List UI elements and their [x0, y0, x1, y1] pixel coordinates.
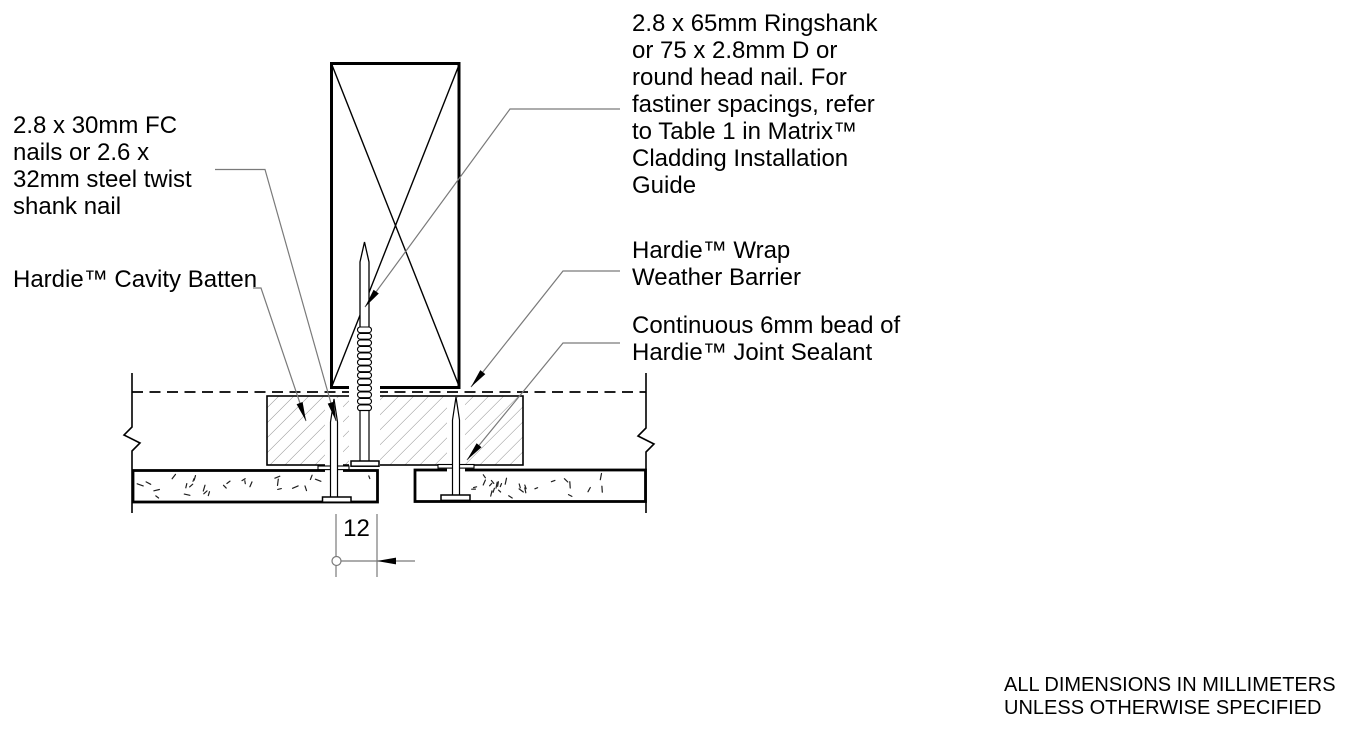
- arrowhead-fc-nails: [327, 401, 336, 421]
- fc-nail-right-head: [440, 494, 471, 502]
- label-joint-sealant: Continuous 6mm bead of Hardie™ Joint Sea…: [632, 312, 901, 366]
- arrowhead-joint-sealant: [467, 443, 482, 460]
- leader-ringshank: [364, 108, 620, 308]
- leader-lines: [215, 108, 620, 461]
- leader-fc-nails: [215, 168, 337, 422]
- dimension-12: [331, 514, 415, 577]
- leader-weather-barrier: [470, 270, 620, 388]
- cladding-texture-left: [136, 473, 371, 499]
- dimension-origin-circle: [331, 555, 342, 567]
- leader-cavity-batten: [253, 287, 307, 422]
- label-fc-nails: 2.8 x 30mm FC nails or 2.6 x 32mm steel …: [13, 112, 192, 220]
- label-weather-barrier: Hardie™ Wrap Weather Barrier: [632, 237, 801, 291]
- cladding-texture-right: [471, 472, 603, 499]
- fc-nail-left-head: [321, 496, 352, 503]
- break-line-left: [122, 373, 142, 513]
- timber-stud: [330, 62, 461, 389]
- arrowhead-ringshank: [365, 289, 379, 307]
- dimension-arrowhead: [377, 557, 396, 565]
- ringshank-nail-head: [350, 460, 380, 467]
- fc-nail-right-graphic: [437, 396, 475, 502]
- dimension-value: 12: [343, 515, 370, 542]
- cavity-batten-graphic: [266, 395, 524, 466]
- fc-nail-left-graphic: [317, 398, 352, 503]
- leader-joint-sealant: [466, 342, 620, 461]
- units-note: ALL DIMENSIONS IN MILLIMETERS UNLESS OTH…: [1004, 674, 1336, 719]
- ringshank-rings: [356, 326, 373, 412]
- label-cavity-batten: Hardie™ Cavity Batten: [13, 266, 258, 293]
- label-ringshank-nail: 2.8 x 65mm Ringshank or 75 x 2.8mm D or …: [632, 10, 878, 199]
- stud-cross-line-2: [331, 64, 460, 387]
- arrowhead-cavity-batten: [296, 402, 306, 421]
- break-line-right: [636, 373, 656, 513]
- arrowhead-weather-barrier: [471, 370, 486, 387]
- ringshank-nail-graphic: [349, 241, 380, 467]
